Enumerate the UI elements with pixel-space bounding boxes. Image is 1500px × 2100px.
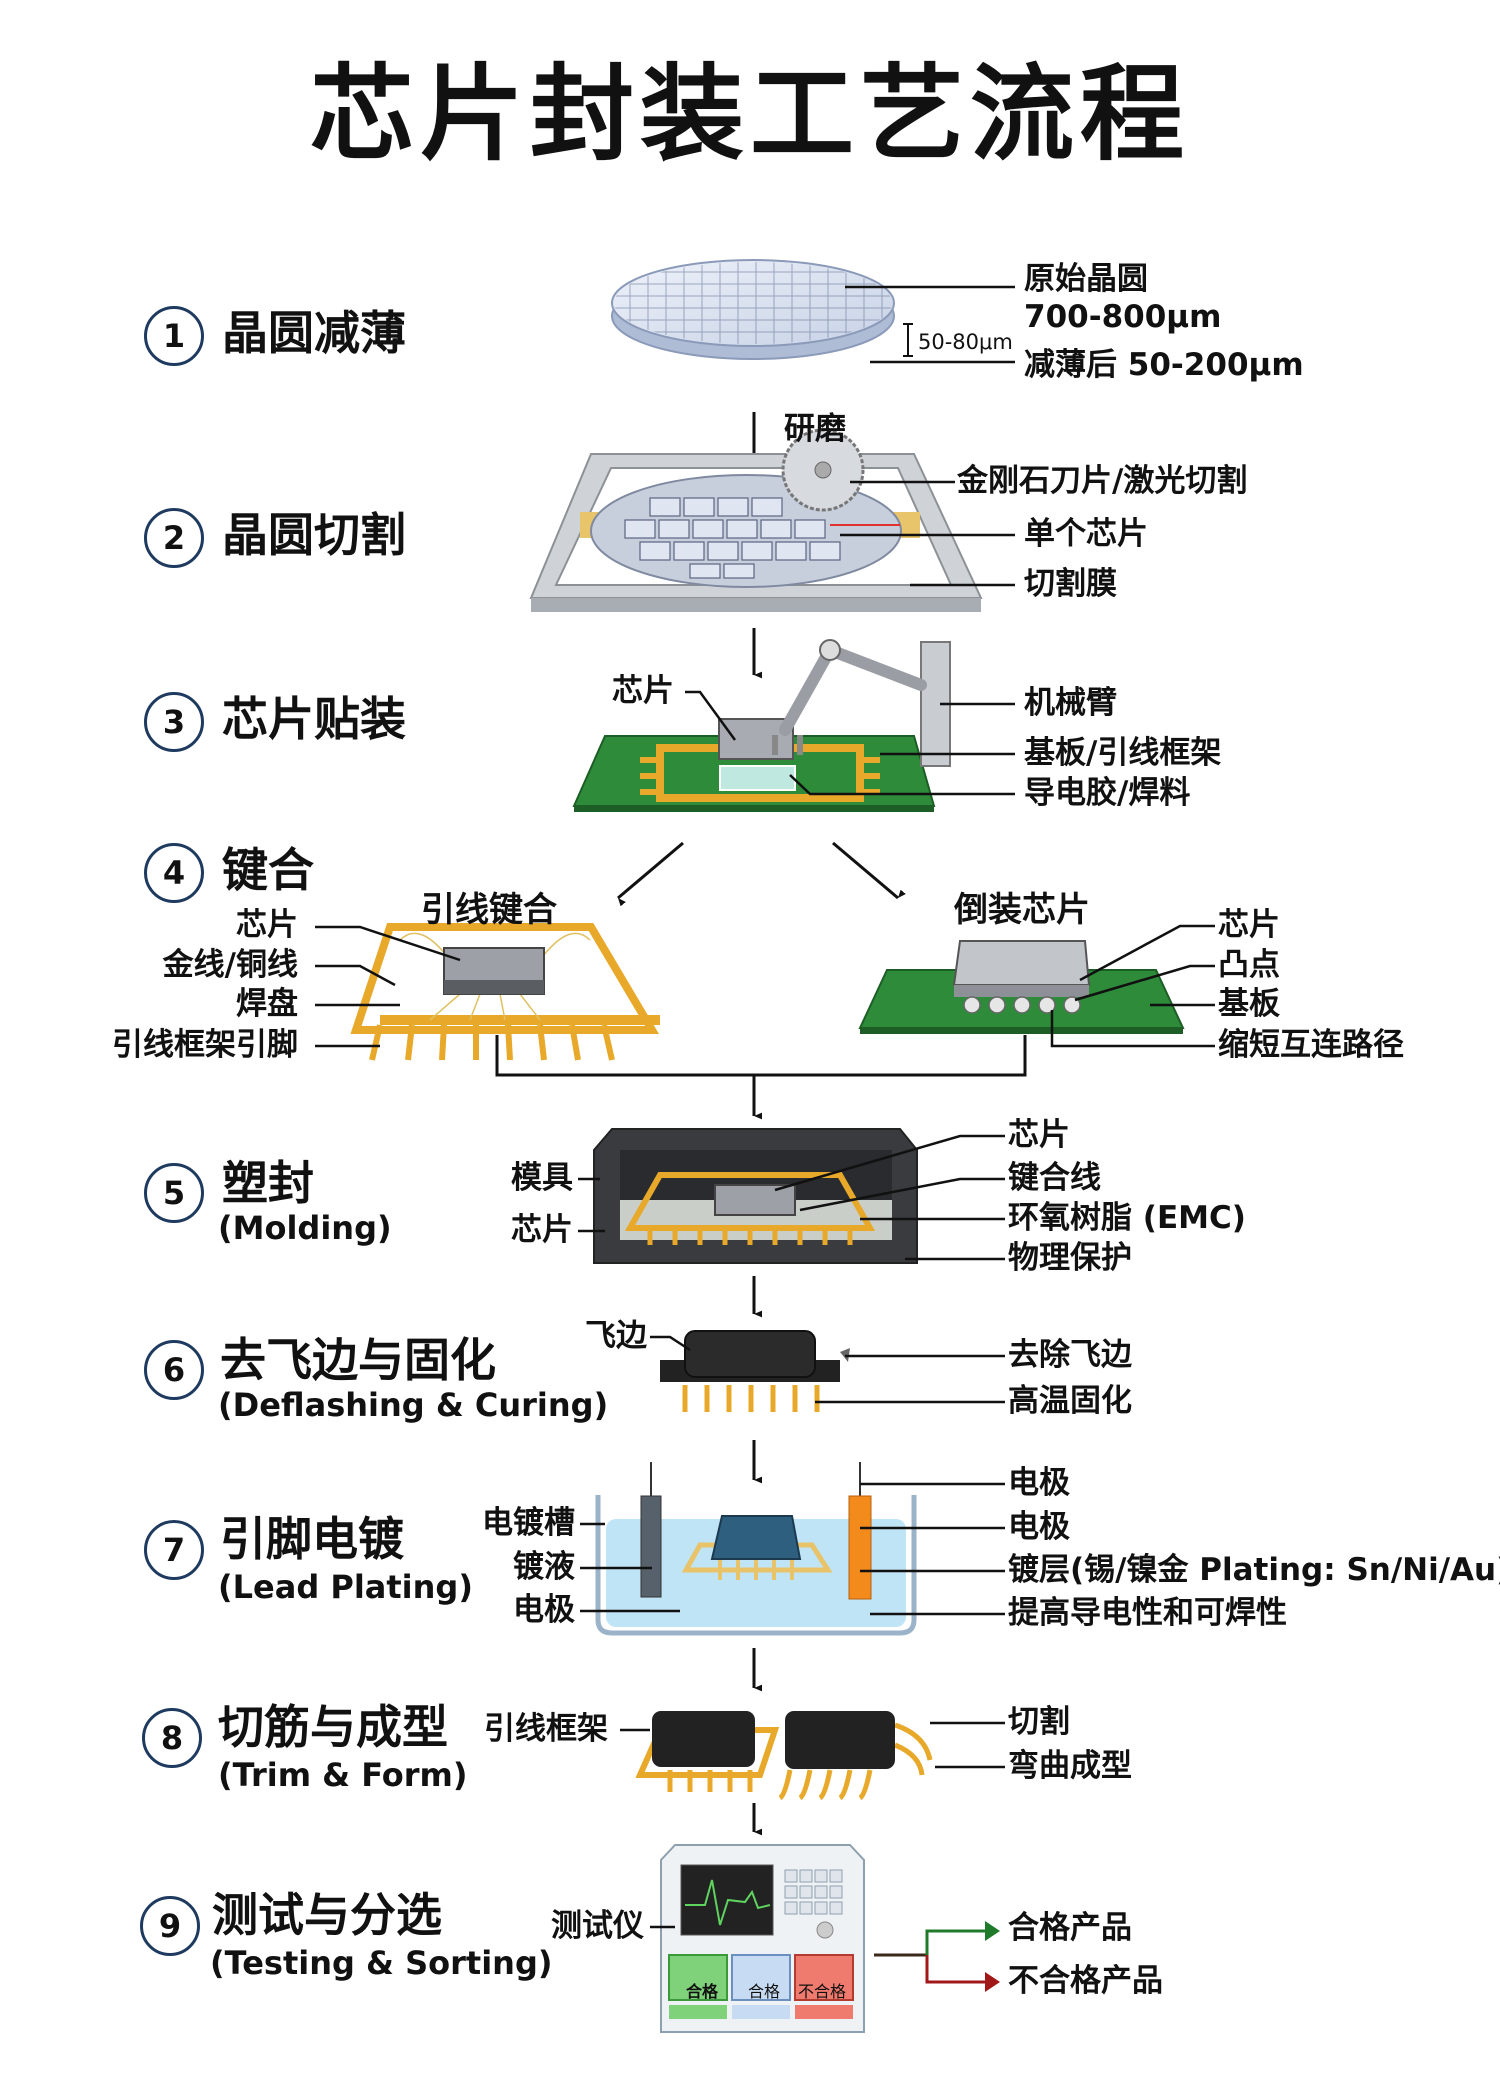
label-bump: 凸点: [1218, 947, 1280, 983]
label-emc: 环氧树脂 (EMC): [1008, 1200, 1246, 1236]
label-chip: 芯片: [612, 673, 674, 709]
label-trim: 切割: [1008, 1704, 1070, 1740]
label-wire-chip: 芯片: [236, 907, 298, 943]
label-adhesive: 导电胶/焊料: [1024, 775, 1191, 811]
step-title: 引脚电镀: [220, 1512, 404, 1566]
step-number-badge: 4: [144, 843, 204, 903]
deflash-illustration: [650, 1330, 1005, 1412]
label-flip-substrate: 基板: [1218, 986, 1280, 1022]
wafer-illustration: [611, 259, 1015, 364]
label-pad: 焊盘: [236, 986, 298, 1022]
step-title: 去飞边与固化: [220, 1333, 496, 1387]
step-title: 键合: [222, 843, 314, 897]
label-bracket: 50-80μm: [918, 330, 1013, 354]
label-deflash: 去除飞边: [1008, 1337, 1132, 1373]
wire-bond-title: 引线键合: [421, 890, 557, 930]
label-mold-chip: 芯片: [511, 1212, 573, 1248]
label-tape: 切割膜: [1024, 566, 1117, 602]
step-subtitle: (Lead Plating): [218, 1568, 473, 1606]
plating-tank-illustration: [580, 1462, 1005, 1636]
label-chip: 芯片: [1008, 1117, 1070, 1153]
step-subtitle: (Deflashing & Curing): [218, 1386, 609, 1424]
label-form: 弯曲成型: [1008, 1748, 1132, 1784]
step-title: 芯片贴装: [222, 692, 406, 746]
die-attach-illustration: [572, 639, 1015, 812]
step-number-badge: 6: [144, 1340, 204, 1400]
dicing-illustration: [529, 428, 1015, 612]
step-title: 测试与分选: [212, 1888, 442, 1942]
page-title: 芯片封装工艺流程: [309, 53, 1190, 175]
step-number-badge: 2: [144, 508, 204, 568]
step-title: 晶圆切割: [222, 508, 406, 562]
molding-illustration: [578, 1128, 1005, 1264]
label-substrate: 基板/引线框架: [1024, 735, 1222, 771]
label-tester: 测试仪: [551, 1908, 644, 1944]
label-short-path: 缩短互连路径: [1218, 1027, 1404, 1063]
step-number-badge: 5: [144, 1163, 204, 1223]
label-blade: 金刚石刀片/激光切割: [957, 463, 1248, 499]
label-mold: 模具: [511, 1160, 573, 1196]
step-number-badge: 8: [142, 1708, 202, 1768]
flip-chip-illustration: [858, 924, 1215, 1048]
step-number-badge: 9: [140, 1896, 200, 1956]
label-electrode-left: 电极: [513, 1592, 575, 1628]
label-electrode: 电极: [1008, 1509, 1070, 1545]
label-protection: 物理保护: [1008, 1240, 1132, 1276]
label-plating: 镀层(锡/镍金 Plating: Sn/Ni/Au): [1008, 1552, 1500, 1588]
bin-fail: 不合格: [798, 1982, 847, 2001]
step-subtitle: (Molding): [218, 1209, 392, 1247]
label-raw-wafer: 原始晶圆: [1024, 261, 1148, 297]
label-arm: 机械臂: [1024, 685, 1117, 721]
bin-pass: 合格: [686, 1982, 719, 2001]
label-raw-thickness: 700-800μm: [1024, 299, 1222, 335]
step-title: 切筋与成型: [218, 1700, 448, 1754]
label-grinding: 研磨: [784, 411, 846, 447]
label-flip-chip: 芯片: [1218, 907, 1280, 943]
step-title: 晶圆减薄: [222, 306, 406, 360]
step-title: 塑封: [222, 1156, 314, 1210]
step-subtitle: (Trim & Form): [218, 1756, 468, 1794]
label-electrode: 电极: [1008, 1465, 1070, 1501]
tester-illustration: [650, 1844, 1000, 2033]
wire-bond-illustration: [315, 923, 660, 1061]
label-wire: 金线/铜线: [162, 947, 298, 983]
label-flash: 飞边: [585, 1318, 647, 1354]
label-conductivity: 提高导电性和可焊性: [1008, 1595, 1287, 1631]
label-curing: 高温固化: [1008, 1383, 1132, 1419]
label-die: 单个芯片: [1024, 516, 1148, 552]
bin-pass-2: 合格: [748, 1982, 781, 2001]
label-fail-product: 不合格产品: [1008, 1963, 1163, 1999]
label-bath: 镀液: [513, 1549, 575, 1585]
flip-chip-title: 倒装芯片: [954, 890, 1090, 930]
label-lead-frame: 引线框架: [484, 1711, 608, 1747]
step-number-badge: 7: [144, 1520, 204, 1580]
label-tank: 电镀槽: [482, 1505, 575, 1541]
step-subtitle: (Testing & Sorting): [210, 1944, 553, 1982]
step-number-badge: 1: [144, 306, 204, 366]
step-number-badge: 3: [144, 692, 204, 752]
trim-form-illustration: [620, 1711, 1005, 1801]
label-thinned-thickness: 减薄后 50-200μm: [1024, 347, 1304, 383]
label-lead: 引线框架引脚: [112, 1027, 298, 1063]
label-bond-wire: 键合线: [1008, 1160, 1101, 1196]
label-pass-product: 合格产品: [1008, 1910, 1132, 1946]
